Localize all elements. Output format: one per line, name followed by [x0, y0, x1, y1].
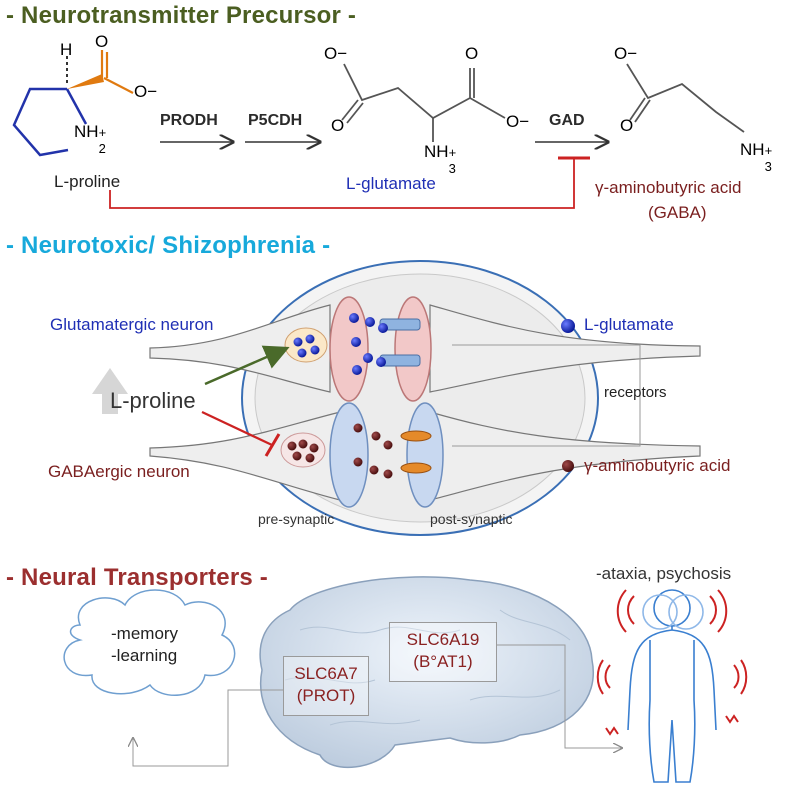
glutamate-o-right: O [465, 44, 479, 63]
legend-glutamate-dot [561, 319, 575, 333]
brain [259, 576, 594, 768]
proline-activation-arrow [204, 345, 290, 386]
gaba-o-atom: O [620, 116, 634, 135]
increase-arrow-icon [92, 368, 128, 414]
enzyme-p5cdh: P5CDH [248, 112, 303, 129]
glutamate-receptors [379, 318, 421, 367]
bat1-label: (B°AT1) [413, 652, 473, 671]
glutamate-dots [293, 313, 388, 375]
learning-label: -learning [111, 646, 178, 665]
proline-o-minus-atom: O− [134, 82, 158, 101]
slc6a19-label: SLC6A19 [406, 630, 480, 649]
gaba-abbrev-label: (GABA) [648, 203, 707, 222]
human-figure-icon [627, 589, 717, 783]
receptors-label: receptors [604, 384, 667, 401]
glut-vesicle [284, 327, 328, 363]
gaba-label: γ-aminobutyric acid [595, 178, 742, 197]
prot-to-memory-connector [133, 689, 283, 767]
slc6a19-box: SLC6A19 (B°AT1) [389, 622, 497, 682]
synapse-proline-label: L-proline [110, 388, 196, 413]
glutamate-o-minus-left: O− [324, 44, 348, 63]
gaba-o-minus-atom: O− [614, 44, 638, 63]
memory-cloud [63, 589, 236, 696]
section-title-precursor: - Neurotransmitter Precursor - [6, 2, 357, 29]
memory-label: -memory [111, 624, 179, 643]
enzyme-prodh: PRODH [160, 112, 218, 129]
glutamate-o-left: O [331, 116, 345, 135]
gaba-nh3-group: NH+3 [740, 140, 773, 174]
glutamatergic-axon [149, 304, 331, 393]
section-title-neurotoxic: - Neurotoxic/ Shizophrenia - [6, 232, 331, 259]
enzyme-gad: GAD [549, 112, 585, 129]
legend-gaba-dot [562, 460, 574, 472]
proline-inhibition-bar [264, 433, 281, 457]
post-terminal-glut [394, 296, 432, 402]
gaba-receptors [400, 430, 432, 474]
symptoms-label: -ataxia, psychosis [596, 564, 732, 583]
brain-folds [284, 609, 571, 726]
gabaergic-neuron-label: GABAergic neuron [48, 462, 190, 481]
post-dendrite-top [429, 304, 701, 393]
proline-structure [12, 50, 134, 157]
prot-label: (PROT) [296, 686, 356, 705]
section-title-transporters: - Neural Transporters - [6, 564, 269, 591]
proline-o-atom: O [95, 32, 109, 51]
post-terminal-gaba [406, 402, 444, 508]
glutamate-o-minus-right: O− [506, 112, 530, 131]
glutamate-structure [341, 63, 506, 142]
legend-glutamate-label: L-glutamate [584, 315, 674, 334]
receptors-bracket [452, 344, 641, 447]
pre-terminal-gaba [329, 402, 369, 508]
legend-gaba-label: γ-aminobutyric acid [584, 456, 731, 475]
tremor-marks [596, 589, 748, 736]
glutamatergic-neuron-label: Glutamatergic neuron [50, 315, 214, 334]
proline-inhibits-gad-line [109, 158, 575, 209]
glutamate-label: L-glutamate [346, 174, 436, 193]
gaba-structure [626, 63, 745, 133]
gaba-vesicle [280, 432, 326, 468]
post-dendrite-bottom [429, 411, 701, 501]
glutamate-nh3-group: NH+3 [424, 142, 457, 176]
gaba-dots [287, 423, 393, 479]
bat1-to-body-connector [497, 644, 622, 748]
pre-terminal-glut [329, 296, 369, 402]
post-synaptic-label: post-synaptic [430, 511, 513, 527]
proline-h-atom: H [60, 40, 73, 59]
proline-label: L-proline [54, 172, 121, 191]
proline-inhibition-line [201, 411, 273, 446]
slc6a7-box: SLC6A7 (PROT) [283, 656, 369, 716]
slc6a7-label: SLC6A7 [294, 664, 358, 683]
pre-synaptic-label: pre-synaptic [258, 511, 335, 527]
proline-nh2-group: NH+2 [74, 122, 107, 156]
